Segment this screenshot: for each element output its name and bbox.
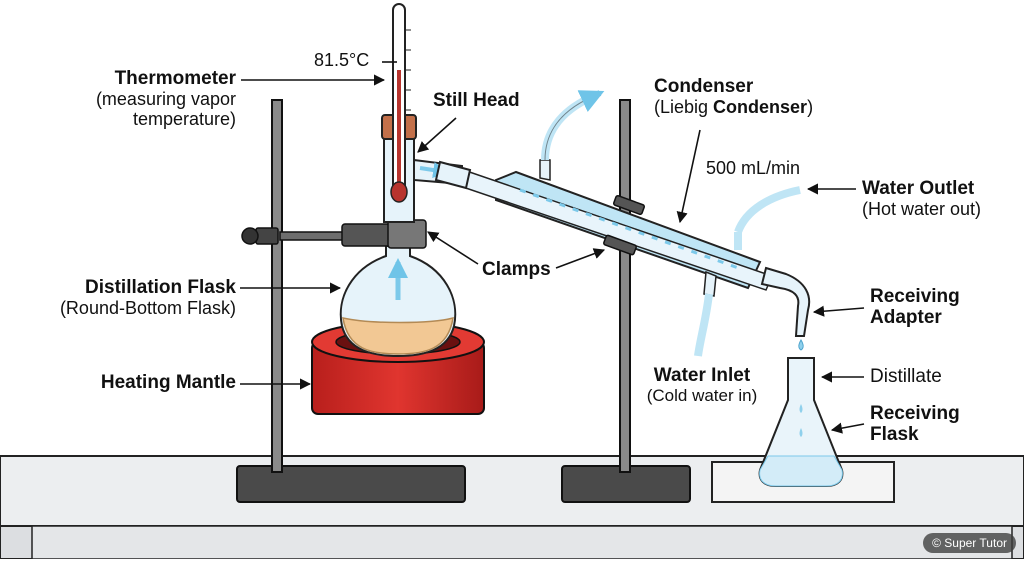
receiving-adapter-title: Receiving [870,286,960,307]
thermometer [390,3,411,203]
water-inlet-label: Water Inlet (Cold water in) [636,365,768,406]
clamps-label: Clamps [482,259,551,280]
condenser-label: Condenser (Liebig Condenser) [654,76,813,118]
receiving-flask-subtitle: Flask [870,424,919,446]
watermark: © Super Tutor [923,533,1016,553]
receiving-flask-title: Receiving [870,403,960,424]
thermometer-label: Thermometer (measuring vapor temperature… [58,68,236,130]
left-ring-stand [236,99,466,503]
water-outlet-subtitle: (Hot water out) [862,199,982,220]
water-outlet-label: Water Outlet (Hot water out) [862,178,981,220]
condenser-subtitle: (Liebig Condenser) [654,97,814,118]
distillation-flask-title: Distillation Flask [85,277,236,298]
distillation-flask-label: Distillation Flask (Round-Bottom Flask) [10,277,236,319]
right-ring-stand [561,99,691,503]
receiving-adapter [760,266,811,351]
liebig-condenser [434,90,801,357]
water-outlet-title: Water Outlet [862,178,975,199]
receiving-adapter-subtitle: Adapter [870,307,942,329]
distillation-flask-subtitle: (Round-Bottom Flask) [59,298,236,319]
thermometer-title: Thermometer [114,68,236,89]
condenser-title: Condenser [654,76,754,97]
temperature-reading: 81.5°C [314,50,370,70]
still-head-label: Still Head [433,90,520,111]
water-inlet-title: Water Inlet [653,365,751,386]
receiving-adapter-label: Receiving Adapter [870,286,960,329]
leader-arrows [240,61,865,434]
water-inlet-subtitle: (Cold water in) [646,386,758,406]
flask-clamp [241,219,427,249]
receiving-flask [758,357,844,487]
thermometer-subtitle: (measuring vapor temperature) [95,89,236,130]
distillation-flask [339,245,457,358]
distillate-label: Distillate [870,366,942,387]
heating-mantle-label: Heating Mantle [100,372,236,393]
flow-rate-label: 500 mL/min [706,158,801,178]
receiving-flask-label: Receiving Flask [870,403,960,446]
